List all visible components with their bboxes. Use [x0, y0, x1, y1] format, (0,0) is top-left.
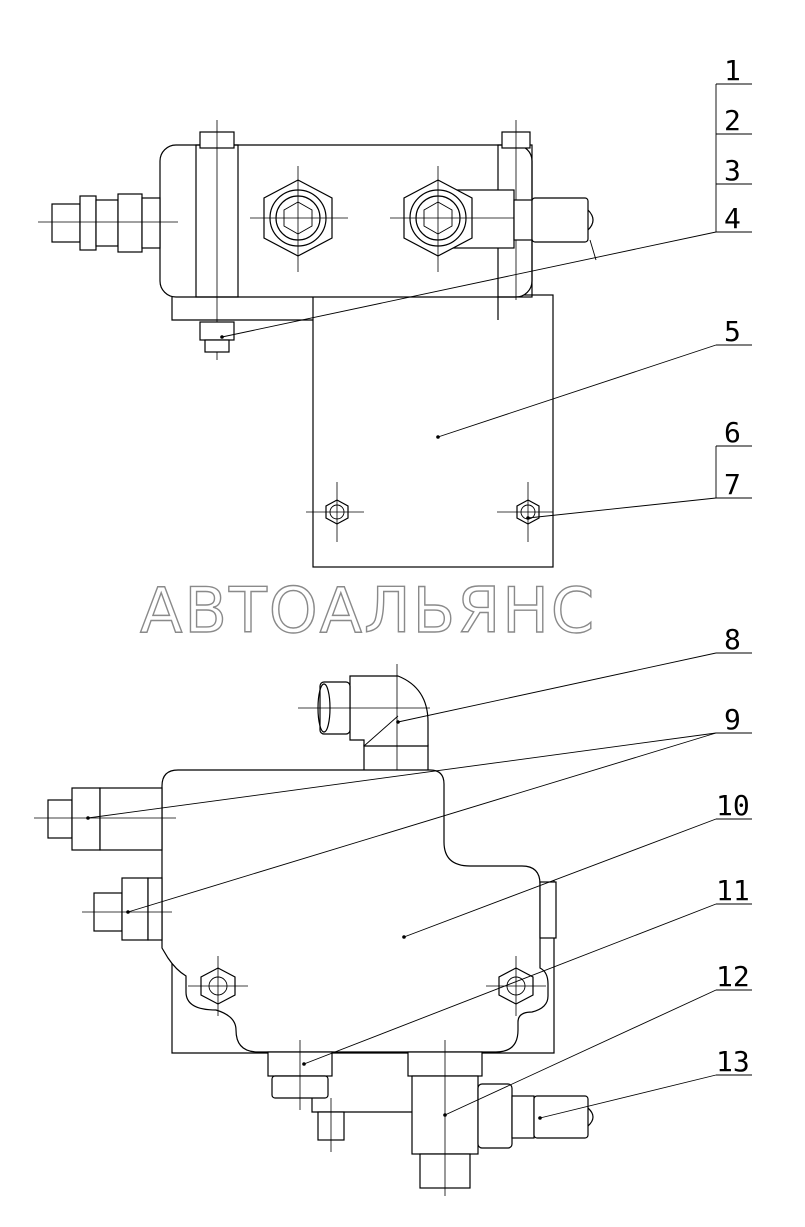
- callout-1: 1: [724, 54, 741, 87]
- valve-body-bottom: [161, 769, 549, 1053]
- callout-13: 13: [716, 1045, 750, 1078]
- callout-2: 2: [724, 104, 741, 137]
- watermark-text: АВТОАЛЬЯНС: [140, 574, 596, 647]
- plate-bolt-right: [497, 482, 553, 542]
- callout-9: 9: [724, 703, 741, 736]
- elbow-fitting: [298, 664, 430, 790]
- body-bolt-left: [188, 956, 248, 1016]
- callout-10: 10: [716, 789, 750, 822]
- callout-7: 7: [724, 468, 741, 501]
- callout-11: 11: [716, 874, 750, 907]
- top-valve-assembly: [38, 120, 597, 568]
- mounting-plate: [312, 294, 554, 568]
- callout-12: 12: [716, 960, 750, 993]
- callout-5: 5: [724, 315, 741, 348]
- bottom-valve-assembly: [34, 664, 594, 1196]
- plate-bolt-left: [306, 482, 364, 542]
- body-bolt-right: [486, 956, 546, 1016]
- callout-3: 3: [724, 154, 741, 187]
- port-fitting-1: [250, 166, 348, 272]
- valve-block: [407, 1040, 513, 1196]
- callouts: 1 2 3 4 5 6 7 8 9 10 11 12 13: [86, 54, 752, 1120]
- callout-6: 6: [724, 416, 741, 449]
- port-fitting-2: [390, 166, 556, 272]
- callout-8: 8: [724, 623, 741, 656]
- callout-4: 4: [724, 202, 741, 235]
